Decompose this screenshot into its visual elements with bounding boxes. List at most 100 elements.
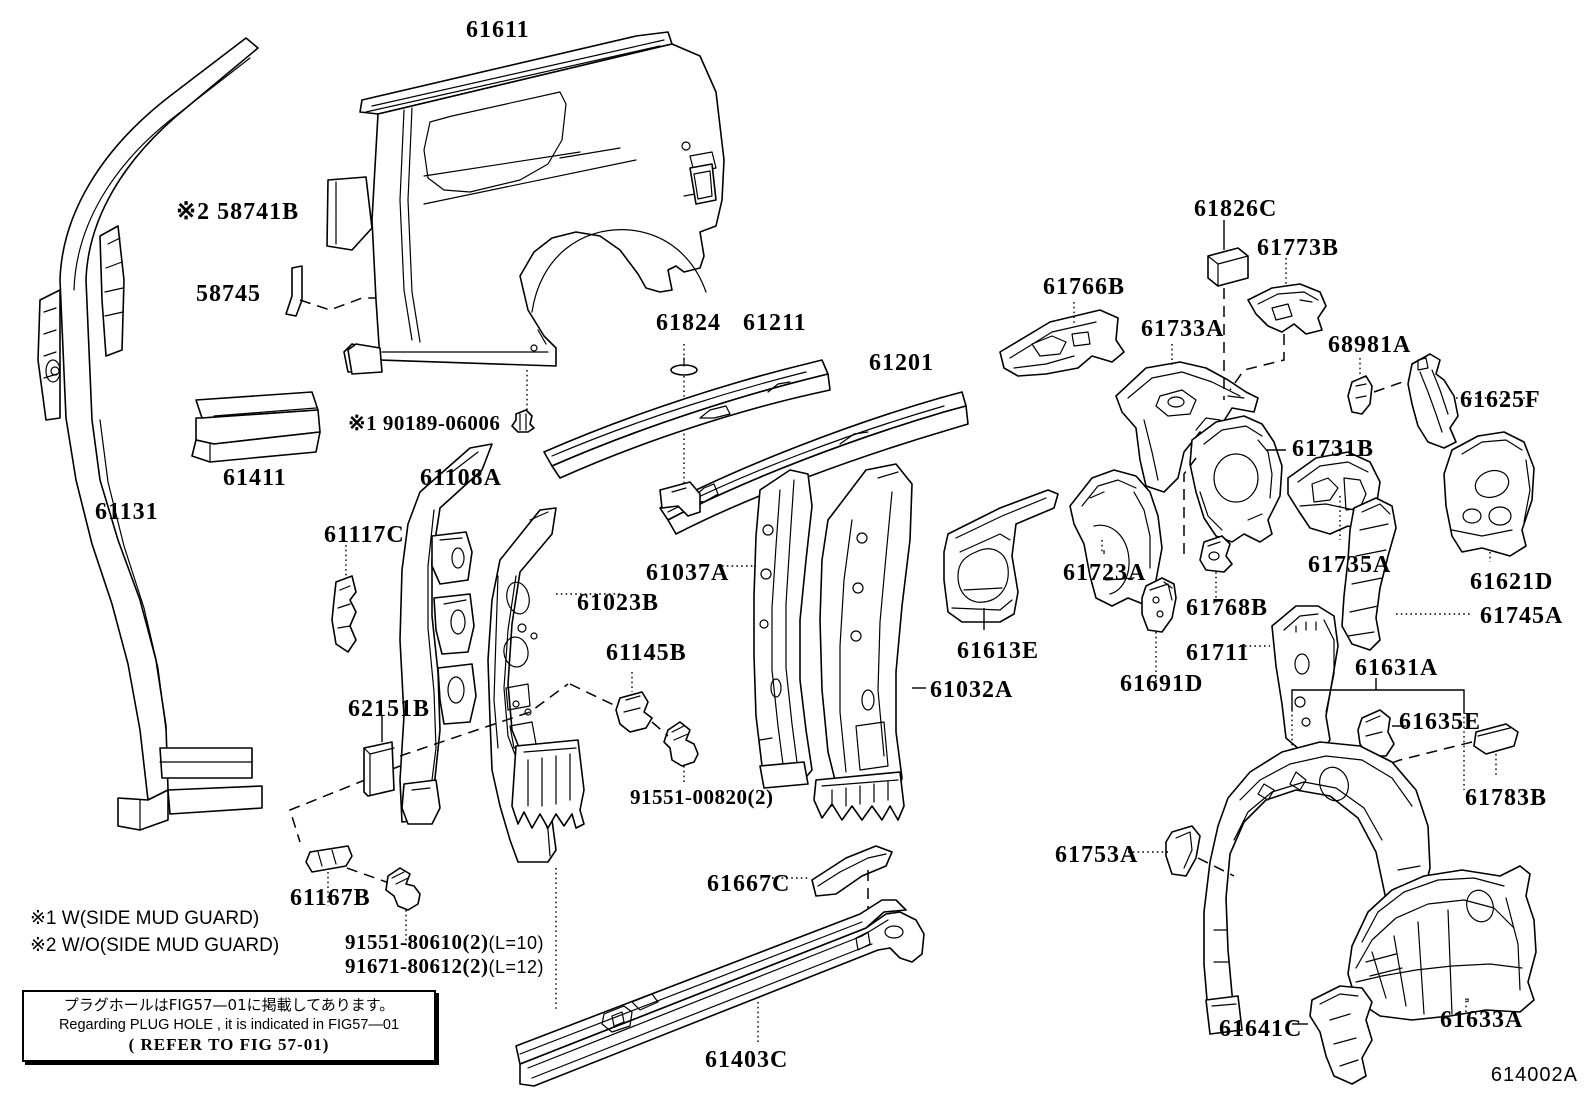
callout-61691D: 61691D	[1120, 671, 1204, 697]
dash-62151b-b	[399, 683, 569, 757]
part-61211-shape	[543, 359, 831, 479]
part-61731B-shape	[1189, 415, 1283, 543]
callout-61667C: 61667C	[707, 871, 791, 897]
callout-61731B: 61731B	[1292, 436, 1375, 462]
bolt-note-1: 91551-80610(2)(L=10)	[345, 927, 544, 957]
part-61625F-shape	[1407, 353, 1459, 449]
part-61711-shape	[1271, 605, 1339, 753]
callout-58741B: ※2 58741B	[176, 199, 300, 225]
bolt-91551-80610-shape	[385, 867, 421, 911]
part-61037A-shape	[753, 469, 813, 789]
part-61745A-shape	[1341, 497, 1397, 651]
part-61826C-shape	[1207, 247, 1249, 287]
plug-hole-reference-box: プラグホールはFIG57—01に掲載してあります。 Regarding PLUG…	[22, 990, 436, 1062]
callout-61773B: 61773B	[1257, 235, 1340, 261]
bolt-note-2-number: 91671-80612(2)	[345, 954, 489, 978]
part-61641C-shape	[1309, 985, 1373, 1085]
callout-61032A: 61032A	[930, 677, 1014, 703]
callout-61826C: 61826C	[1194, 196, 1278, 222]
callout-61745A: 61745A	[1480, 603, 1564, 629]
callout-61403C: 61403C	[705, 1047, 789, 1073]
part-61723A-shape	[1069, 469, 1163, 607]
part-62151B-shape	[363, 741, 395, 797]
footnote-1: ※1 W(SIDE MUD GUARD)	[30, 908, 260, 929]
bolt-note-1-length: (L=10)	[488, 933, 545, 953]
reference-box-english: Regarding PLUG HOLE , it is indicated in…	[58, 1016, 400, 1033]
callout-61211: 61211	[743, 310, 807, 336]
callout-61735A: 61735A	[1308, 552, 1392, 578]
part-61611-shape	[343, 31, 725, 375]
part-61403C-shape	[515, 899, 925, 1087]
part-61032A-shape	[813, 463, 913, 821]
part-61773B-shape	[1247, 283, 1327, 335]
bolt-91551-00820-shape	[663, 721, 699, 767]
bolt-note-2-length: (L=12)	[488, 957, 545, 977]
dash-61145b-bolt	[651, 721, 669, 737]
part-61613E-shape	[943, 489, 1059, 623]
part-90189-06006-shape	[511, 409, 535, 433]
callout-61641C: 61641C	[1219, 1016, 1303, 1042]
bolt-note-2: 91671-80612(2)(L=12)	[345, 951, 544, 981]
callout-61117C: 61117C	[324, 522, 405, 548]
callout-61723A: 61723A	[1063, 560, 1147, 586]
dash-61783b	[1359, 741, 1473, 775]
callout-58745: 58745	[196, 281, 261, 307]
callout-61625F: 61625F	[1460, 387, 1541, 413]
callout-61753A: 61753A	[1055, 842, 1139, 868]
callout-61824: 61824	[656, 310, 721, 336]
callout-61145B: 61145B	[606, 640, 687, 666]
part-68981A-shape	[1347, 375, 1373, 415]
callout-61613E: 61613E	[957, 638, 1040, 664]
callout-61411: 61411	[223, 465, 287, 491]
part-61108A-shape	[399, 443, 493, 825]
callout-61711: 61711	[1186, 640, 1250, 666]
reference-box-japanese: プラグホールはFIG57—01に掲載してあります。	[63, 996, 395, 1014]
part-58741B-shape	[326, 176, 373, 251]
callout-61768B: 61768B	[1186, 595, 1269, 621]
part-61633A-shape	[1347, 865, 1537, 1021]
part-61766B-shape	[999, 309, 1125, 377]
callout-90189-06006: ※1 90189-06006	[348, 411, 501, 435]
callout-61037A: 61037A	[646, 560, 730, 586]
bolt-note-1-number: 91551-80610(2)	[345, 930, 489, 954]
part-61411-shape	[191, 391, 321, 463]
part-61201-shape	[659, 391, 969, 535]
part-61621D-shape	[1443, 431, 1535, 557]
part-61768B-shape	[1199, 535, 1233, 573]
part-61824-shape	[670, 357, 698, 376]
part-61667C-shape	[811, 845, 893, 897]
part-61167B-shape	[305, 845, 353, 873]
dash-61753a	[1197, 857, 1235, 877]
reference-box-refer: ( REFER TO FIG 57-01)	[128, 1035, 330, 1055]
callout-61108A: 61108A	[420, 465, 503, 491]
footnote-2: ※2 W/O(SIDE MUD GUARD)	[30, 935, 280, 956]
dash-61691d-up	[1183, 457, 1197, 554]
callout-61131: 61131	[95, 499, 159, 525]
bracket-61631a	[1291, 678, 1465, 712]
figure-code: 614002A	[1490, 1064, 1578, 1086]
part-61145B-shape	[615, 691, 653, 733]
part-58745-shape	[285, 265, 303, 317]
part-61631A-shape	[1203, 741, 1431, 1035]
part-61753A-shape	[1165, 825, 1201, 877]
callout-61733A: 61733A	[1141, 316, 1225, 342]
callout-61167B: 61167B	[290, 885, 371, 911]
callout-61611: 61611	[466, 17, 530, 43]
dash-61145b	[569, 683, 621, 709]
part-61023B-shape	[487, 507, 585, 863]
part-61783B-shape	[1473, 723, 1519, 755]
part-61635E-shape	[1357, 709, 1395, 757]
callout-61201: 61201	[869, 350, 934, 376]
dash-61773b	[1229, 334, 1285, 391]
callout-61633A: 61633A	[1440, 1007, 1524, 1033]
part-61131-shape	[37, 37, 263, 831]
callout-61023B: 61023B	[577, 590, 660, 616]
callout-68981A: 68981A	[1328, 332, 1412, 358]
part-61691D-shape	[1141, 577, 1177, 633]
callout-62151B: 62151B	[348, 696, 431, 722]
callout-61635E: 61635E	[1399, 709, 1482, 735]
callout-61766B: 61766B	[1043, 274, 1126, 300]
part-61117C-shape	[331, 575, 357, 653]
